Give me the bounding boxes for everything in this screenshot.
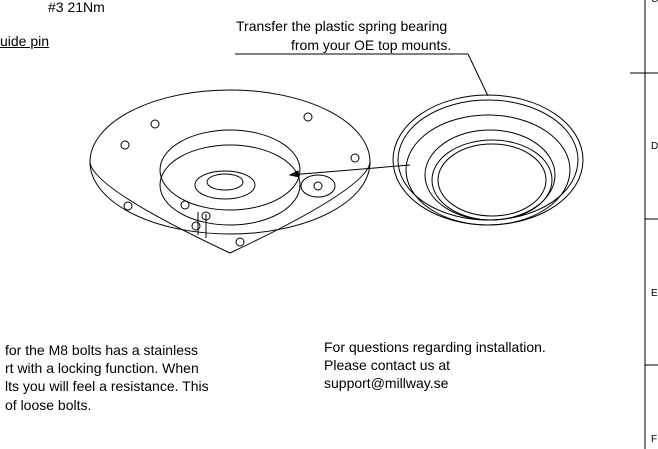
top-mount-plate xyxy=(89,89,371,254)
spring-bearing xyxy=(392,94,584,226)
bolt-note-line: of loose bolts. xyxy=(5,397,92,413)
callout-line-1: Transfer the plastic spring bearing xyxy=(236,18,448,34)
contact-line: Please contact us at xyxy=(324,357,451,373)
transfer-arrow xyxy=(289,164,411,176)
torque-note: #3 21Nm xyxy=(48,0,105,15)
zone-label-e: E xyxy=(651,288,658,299)
zone-label-c: C xyxy=(651,0,658,5)
contact-line: For questions regarding installation. xyxy=(324,339,546,355)
callout-leader xyxy=(467,53,489,97)
zone-label-f: F xyxy=(651,434,658,445)
bolt-note-line: for the M8 bolts has a stainless xyxy=(5,342,198,358)
callout-line-2: from your OE top mounts. xyxy=(291,37,452,53)
zone-label-d: D xyxy=(651,141,658,152)
bolt-note-line: lts you will feel a resistance. This xyxy=(5,378,209,394)
bolt-note-line: rt with a locking function. When xyxy=(5,360,199,376)
guide-pin-label: uide pin xyxy=(0,33,50,49)
contact-email[interactable]: support@millway.se xyxy=(324,375,449,391)
